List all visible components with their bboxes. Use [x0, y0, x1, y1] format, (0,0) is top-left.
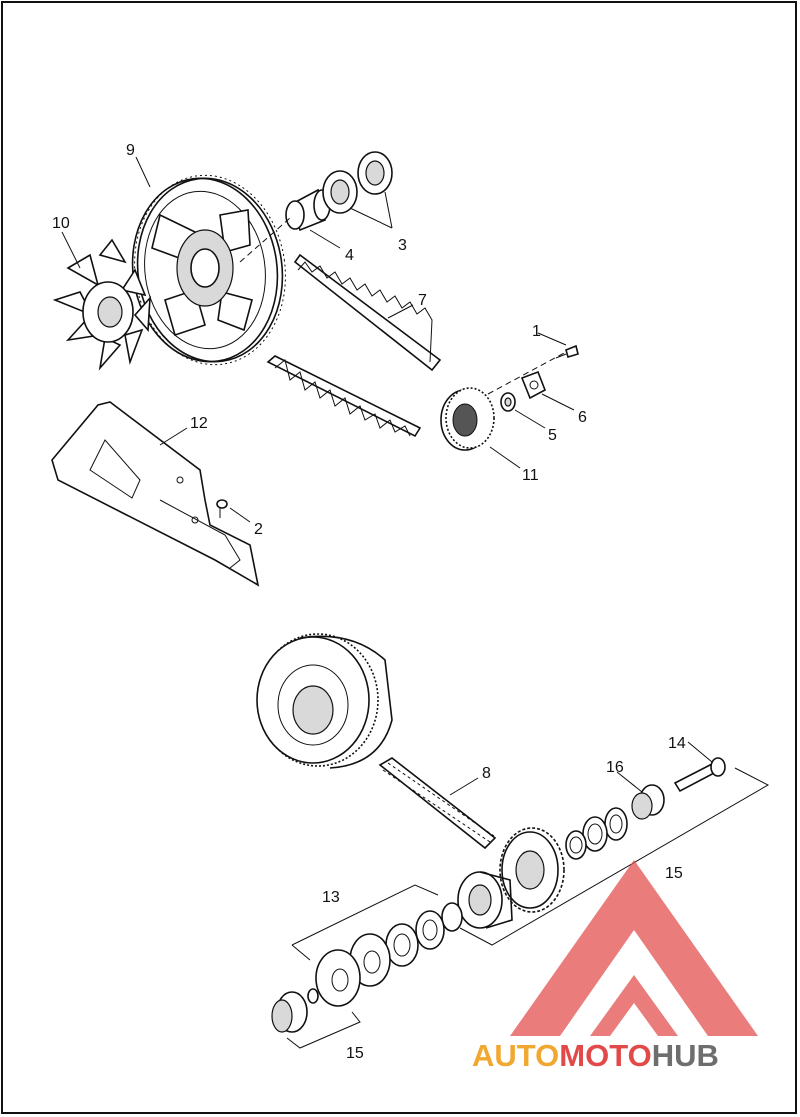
- callout-2: 2: [254, 521, 263, 538]
- lower-guard-part-12: [51, 401, 260, 587]
- callout-labels: 9 10 4 3 7 1 6 5 11 12 2 8 14 16 15 13 1…: [52, 142, 686, 1062]
- spacer-part-4: [285, 188, 331, 232]
- callout-6: 6: [578, 409, 587, 426]
- bolt-part-14: [673, 757, 726, 793]
- logo-auto: AUTO: [472, 1038, 559, 1073]
- spring-washers-part-13: [315, 902, 463, 1007]
- callout-8: 8: [482, 765, 491, 782]
- callout-15-upper: 15: [665, 865, 683, 882]
- lock-plate-part-6: [520, 370, 547, 400]
- callout-11: 11: [522, 467, 539, 484]
- compensating-sprocket: [499, 827, 565, 913]
- callout-16: 16: [606, 759, 624, 776]
- bearings-part-3: [322, 151, 393, 214]
- axle-centerline: [239, 217, 291, 263]
- belt-section-upper: [266, 355, 422, 438]
- screw-part-2: [216, 499, 228, 518]
- collar-part-15: [271, 988, 319, 1033]
- logo-moto: MOTO: [559, 1038, 651, 1073]
- belt-guard-part-7: [293, 253, 442, 372]
- callout-9: 9: [126, 142, 135, 159]
- primary-drive-clutch-shell: [256, 633, 393, 769]
- front-pulley-part-11: [440, 387, 495, 451]
- leader-lines: [61, 156, 770, 1049]
- callout-7: 7: [418, 292, 427, 309]
- rear-sprocket-part-9: [131, 174, 286, 366]
- callout-13: 13: [322, 889, 340, 906]
- callout-3: 3: [398, 237, 407, 254]
- callout-4: 4: [345, 247, 354, 264]
- washers-upper-part-15: [565, 807, 628, 860]
- nut-part-5: [500, 392, 516, 412]
- automotohub-wordmark: AUTOMOTOHUB: [472, 1038, 719, 1073]
- splined-hub-part-16: [631, 784, 665, 820]
- automotohub-logo: [510, 860, 758, 1036]
- logo-hub: HUB: [652, 1038, 719, 1073]
- debris-deflector-part-10: [52, 238, 151, 371]
- callout-5: 5: [548, 427, 557, 444]
- callout-1: 1: [532, 323, 541, 340]
- cam-hub: [457, 871, 513, 929]
- callout-15-lower: 15: [346, 1045, 364, 1062]
- callout-12: 12: [190, 415, 208, 432]
- callout-14: 14: [668, 735, 686, 752]
- primary-chain-part-8: [378, 757, 497, 850]
- front-pulley-axis: [487, 351, 567, 395]
- svg-text:AUTOMOTOHUB: AUTOMOTOHUB: [472, 1038, 719, 1073]
- callout-10: 10: [52, 215, 70, 232]
- screw-part-1: [555, 344, 579, 359]
